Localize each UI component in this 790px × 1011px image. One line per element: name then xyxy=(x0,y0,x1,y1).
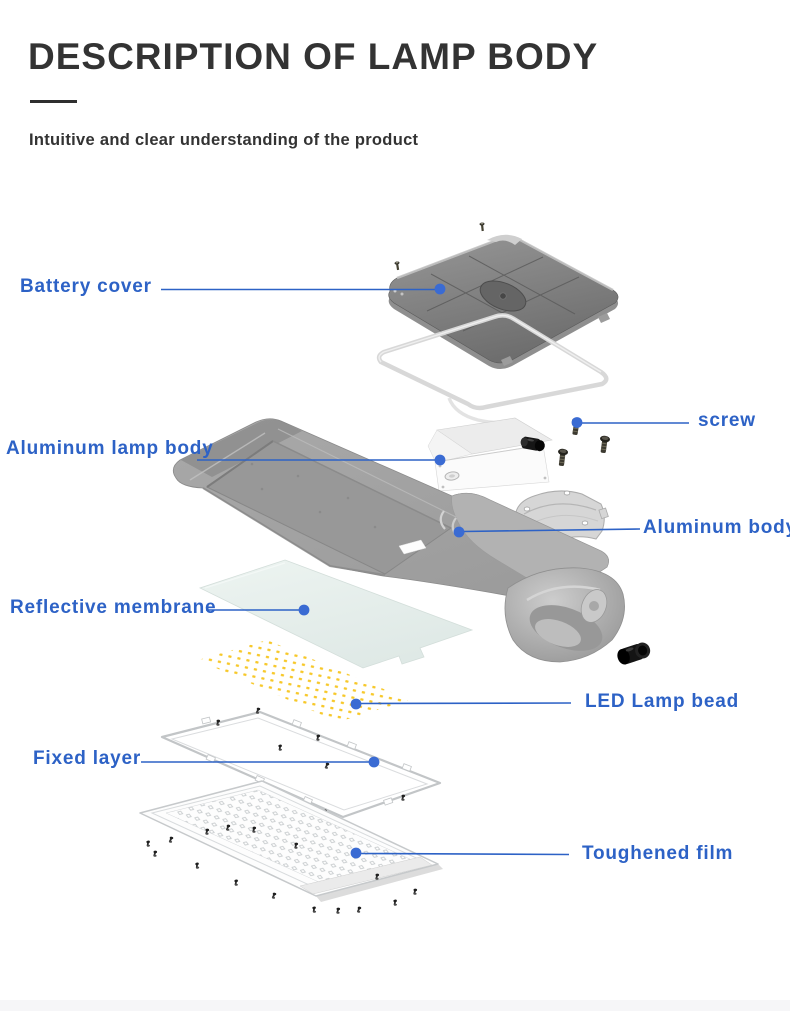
label-reflective-membrane: Reflective membrane xyxy=(10,597,216,620)
label-aluminum-lamp-body: Aluminum lamp body xyxy=(6,438,214,461)
gasket-seal-part xyxy=(376,313,609,411)
screws-part xyxy=(555,416,611,468)
label-screw-text: screw xyxy=(698,410,756,431)
label-aluminum-body: Aluminum body xyxy=(643,517,790,540)
battery-box-part xyxy=(427,417,553,492)
label-fixed-layer: Fixed layer xyxy=(33,748,141,771)
label-led-lamp-bead: LED Lamp bead xyxy=(585,691,739,714)
photocell-part xyxy=(617,642,651,665)
label-screw: screw xyxy=(698,410,756,433)
label-battery-cover: Battery cover xyxy=(20,276,152,299)
label-reflective-membrane-text: Reflective membrane xyxy=(10,597,217,618)
label-led-lamp-bead-text: LED Lamp bead xyxy=(585,691,739,712)
lamp-body-part xyxy=(172,418,609,603)
label-aluminum-body-text: Aluminum body xyxy=(643,517,790,538)
label-fixed-layer-text: Fixed layer xyxy=(33,748,142,769)
reflective-membrane-part xyxy=(198,559,474,669)
label-toughened-film-text: Toughened film xyxy=(582,843,734,864)
page-subtitle: Intuitive and clear understanding of the… xyxy=(29,131,419,149)
label-toughened-film: Toughened film xyxy=(582,843,733,866)
label-aluminum-lamp-body-text: Aluminum lamp body xyxy=(6,438,214,459)
arm-mount-part xyxy=(504,567,625,663)
leader-lines xyxy=(141,283,689,859)
toughened-film-part xyxy=(139,780,443,914)
next-section-edge xyxy=(0,1000,790,1011)
title-underline xyxy=(30,100,77,103)
page-title: DESCRIPTION OF LAMP BODY xyxy=(28,36,599,77)
battery-cover-part xyxy=(388,222,619,369)
label-battery-cover-text: Battery cover xyxy=(20,276,152,297)
